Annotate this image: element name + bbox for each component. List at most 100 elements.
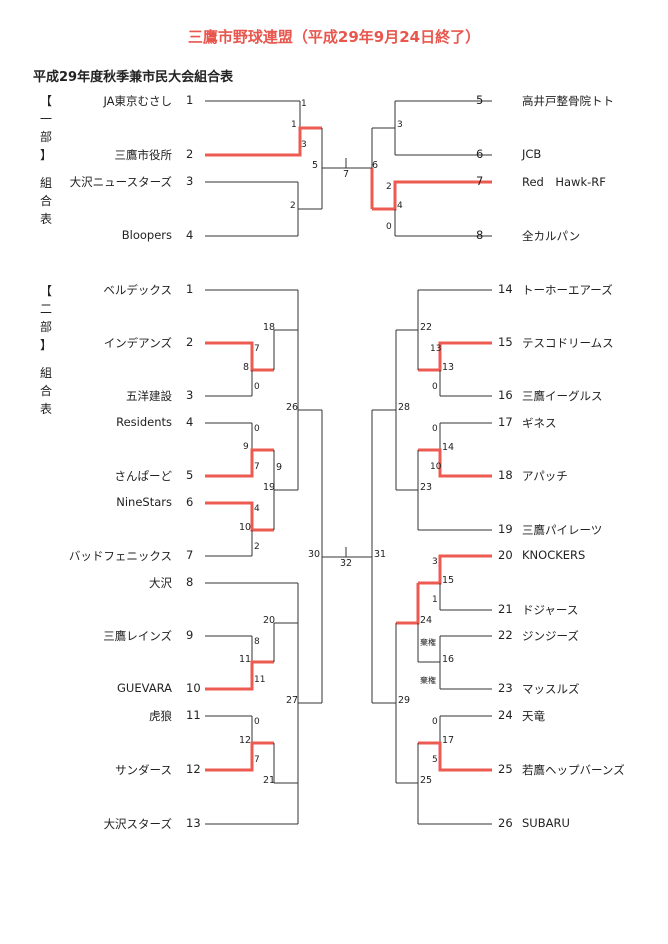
team-seed: 18 [498,468,513,482]
team-name: 大沢スターズ [103,817,172,831]
division-1-label: 【 一 部 】 組 合 表 [36,92,56,228]
score: 9 [243,442,249,452]
match-number: 30 [308,549,321,560]
match-number: 23 [420,482,433,493]
match-number: 11 [239,654,252,665]
winner-line [205,448,274,478]
team-seed: 25 [498,762,513,776]
team-seed: 24 [498,708,513,722]
team-name: ベルデックス [103,283,172,297]
division-1-label-part: 部 [39,130,52,144]
match-number: 18 [263,322,276,333]
score: 3 [432,557,438,567]
team-seed: 14 [498,282,513,296]
score: 5 [432,755,438,765]
match-number: 32 [340,558,353,569]
team-seed: 19 [498,522,513,536]
team-name: NineStars [116,495,172,509]
score: 11 [254,675,266,685]
team-name: JA東京むさし [103,94,172,108]
match-number: 6 [372,160,379,171]
winner-line [205,660,274,691]
winner-line [418,341,492,372]
team-name: 虎狼 [149,709,172,723]
division-2-label-part: 】 [39,338,52,352]
match-number: 25 [420,775,433,786]
score: 0 [432,717,438,727]
team-name: 全カルパン [522,229,581,243]
team-seed: 1 [186,282,194,296]
score: 2 [290,201,296,211]
score: 0 [432,424,438,434]
score: 2 [254,542,260,552]
team-seed: 11 [186,708,201,722]
team-name: マッスルズ [522,682,580,696]
match-number: 24 [420,615,433,626]
team-seed: 8 [476,228,484,242]
winner-line [396,583,420,625]
team-name: 五洋建設 [126,389,172,403]
match-number: 22 [420,322,433,333]
score: 13 [430,344,442,354]
match-number: 27 [286,695,299,706]
team-seed: 23 [498,681,513,695]
match-number: 26 [286,402,299,413]
division-1-label-part: 】 [39,148,52,162]
team-seed: 12 [186,762,201,776]
division-1-label-part: 【 [39,94,52,108]
team-name: 三鷹市役所 [114,148,173,162]
team-name: インデアンズ [103,336,172,350]
team-seed: 16 [498,388,513,402]
team-name: 三鷹パイレーツ [522,523,603,537]
score: 2 [386,182,392,192]
match-number: 10 [239,522,252,533]
score: 7 [254,344,260,354]
match-number: 16 [442,654,455,665]
team-name: ギネス [522,416,557,430]
winner-line [418,448,492,478]
team-name: テスコドリームス [522,336,614,350]
division-2-label-part: 表 [39,402,52,416]
team-name: 大沢 [149,576,172,590]
team-name: ジンジーズ [522,629,579,643]
team-seed: 6 [476,147,484,161]
score: 4 [397,201,403,211]
match-number: 17 [442,735,455,746]
score: 1 [291,120,297,130]
team-seed: 10 [186,681,201,695]
team-seed: 4 [186,415,194,429]
match-number: 5 [312,160,319,171]
score: 0 [254,424,260,434]
score: 8 [254,637,260,647]
team-seed: 21 [498,602,513,616]
team-name: サンダース [115,763,172,777]
division-1-label-part: 表 [39,212,52,226]
team-name: GUEVARA [117,681,172,695]
division-1-label-part: 組 [39,176,52,190]
winner-line [372,180,492,211]
division-1-label-part: 一 [39,112,52,126]
score: 0 [254,382,260,392]
score: 棄権 [420,638,436,647]
bracket-subtitle: 平成29年度秋季兼市民大会組合表 [33,70,234,85]
winner-line [205,501,274,532]
team-seed: 2 [186,335,194,349]
team-name: ドジャース [522,603,579,617]
team-seed: 5 [476,93,484,107]
score: 棄権 [420,676,436,685]
team-seed: 6 [186,495,194,509]
score: 3 [397,120,403,130]
team-name: アパッチ [522,469,568,483]
score: 0 [432,382,438,392]
score: 7 [254,755,260,765]
division-1-label-part: 合 [39,194,52,208]
team-name: 高井戸整骨院トト [522,94,614,108]
match-number: 19 [263,482,276,493]
division-2-label-part: 【 [39,284,52,298]
match-number: 21 [263,775,276,786]
team-seed: 9 [186,628,194,642]
winner-line [418,554,492,585]
division-2-label-part: 合 [39,384,52,398]
division-2-label-part: 組 [39,366,52,380]
team-seed: 3 [186,388,194,402]
